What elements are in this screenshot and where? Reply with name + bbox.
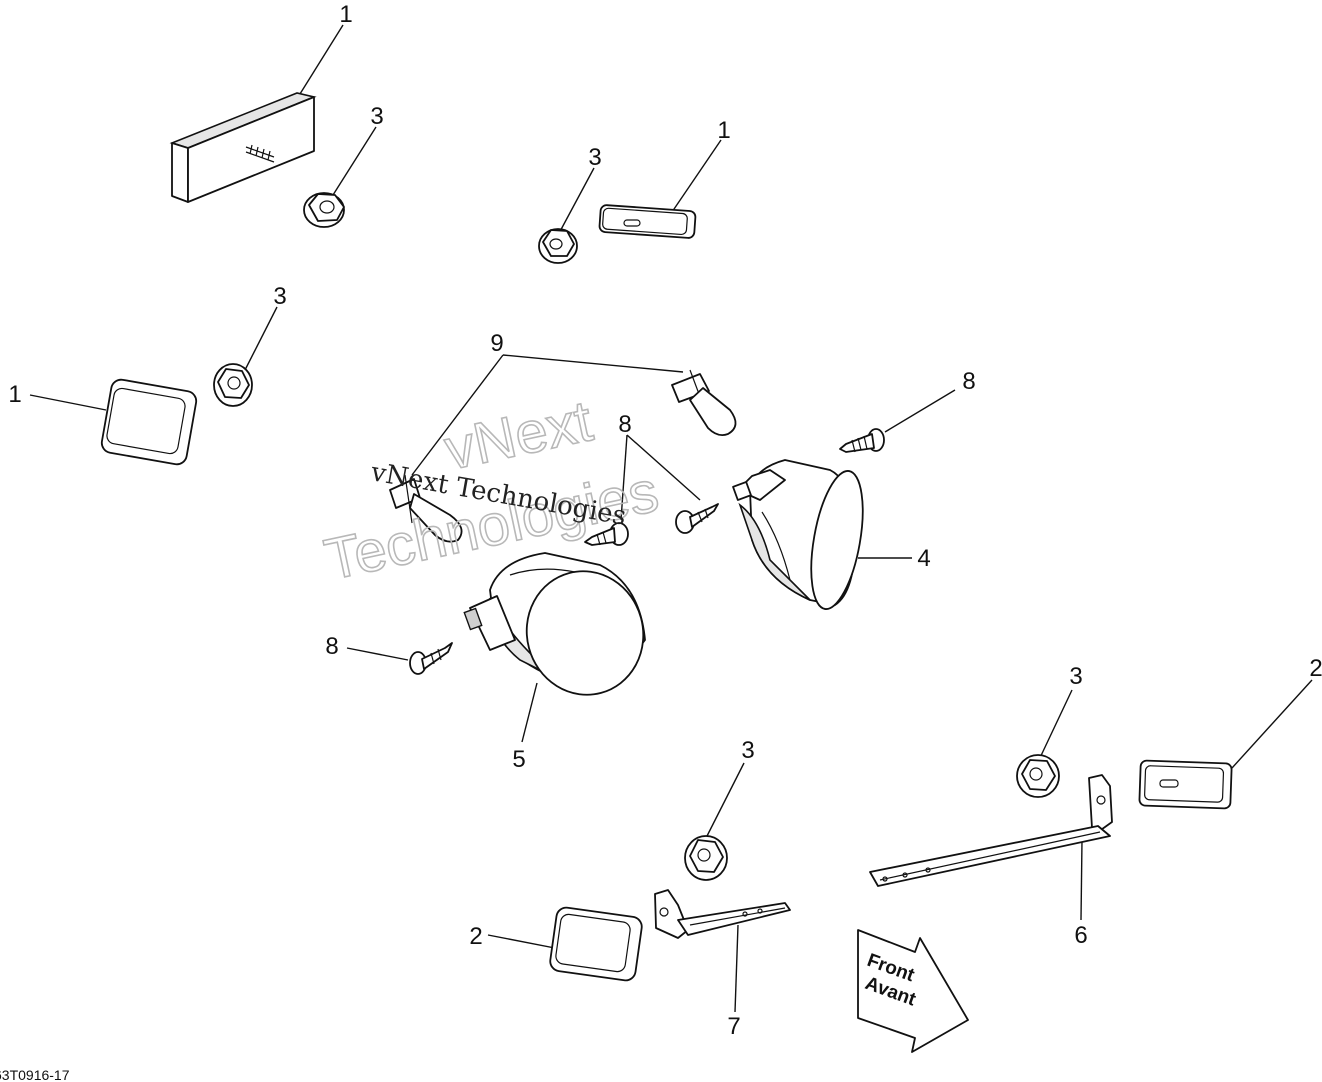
auxiliary-light-right: [732, 459, 864, 610]
leader-nut-top-left: [332, 126, 377, 196]
leader-bracket-right: [1080, 839, 1083, 921]
leader-reflector-top-center: [671, 139, 722, 213]
callout-nut-bottom-center: 3: [741, 737, 754, 764]
screw-center-right: [675, 503, 719, 534]
leader-reflector-left: [29, 394, 107, 411]
callout-nut-left: 3: [273, 283, 286, 310]
leader-nut-bottom-center: [705, 762, 745, 839]
callout-light-right: 4: [917, 545, 930, 572]
leader-screw-center-a: [620, 434, 628, 521]
mounting-bracket-bottom: [654, 889, 791, 939]
auxiliary-light-left: [463, 552, 646, 696]
flange-nut-top-center: [538, 228, 578, 264]
front-direction-arrow: Front Avant: [857, 929, 969, 1053]
figure-code: 63T0916-17: [0, 1067, 70, 1082]
callout-bracket-bottom: 7: [727, 1013, 740, 1040]
callout-light-left: 5: [512, 746, 525, 773]
reflector-top-center: [598, 204, 697, 239]
leader-screw-right: [884, 389, 956, 433]
mounting-bracket-right: [869, 774, 1113, 887]
leader-nut-right: [1037, 689, 1073, 763]
callout-reflector-bottom: 2: [469, 923, 482, 950]
callout-nut-top-left: 3: [370, 103, 383, 130]
screw-right: [839, 428, 885, 453]
leader-screw-center-b: [626, 434, 701, 501]
callout-reflector-right: 2: [1309, 655, 1322, 682]
flange-nut-right: [1016, 754, 1060, 798]
callout-bulb: 9: [490, 330, 503, 357]
reflector-plate-top-left: [169, 92, 317, 203]
flange-nut-left: [213, 363, 253, 407]
reflector-left: [100, 378, 198, 466]
leader-bulb-b: [411, 354, 504, 476]
leader-reflector-right: [1231, 679, 1313, 769]
leader-nut-top-center: [556, 167, 595, 238]
stud-bolt: [245, 144, 275, 163]
leader-nut-left: [243, 306, 278, 373]
flange-nut-bottom-center: [684, 835, 728, 881]
bulb-upper: [671, 369, 737, 437]
screw-left: [409, 642, 453, 675]
callout-nut-top-center: 3: [588, 144, 601, 171]
watermark: vNext Technologies vNext Technologies: [318, 388, 664, 594]
callout-numbers: 1 3 1 3 3 1 9 8 8 4 8 5 3 2 3 6 2 7: [8, 1, 1322, 1040]
callout-bracket-right: 6: [1074, 922, 1087, 949]
watermark-outline-line1: vNext: [439, 388, 598, 482]
flange-nut-top-left: [303, 192, 345, 228]
callout-reflector-top-center: 1: [717, 117, 730, 144]
leader-bracket-bottom: [734, 924, 739, 1013]
callout-screw-left: 8: [325, 633, 338, 660]
leader-lines: [29, 24, 1313, 1013]
reflector-right: [1138, 759, 1233, 810]
leader-screw-left: [346, 647, 409, 661]
callout-screws-center: 8: [618, 411, 631, 438]
callout-screw-right: 8: [962, 368, 975, 395]
screw-center-left: [584, 522, 629, 546]
callout-reflector-left: 1: [8, 381, 21, 408]
callout-nut-right: 3: [1069, 663, 1082, 690]
leader-bulb-a: [502, 354, 684, 373]
callout-reflector-top-left: 1: [339, 1, 352, 28]
leader-light-left: [521, 682, 538, 743]
bulb-lower: [389, 474, 463, 543]
reflector-bottom: [549, 906, 643, 982]
